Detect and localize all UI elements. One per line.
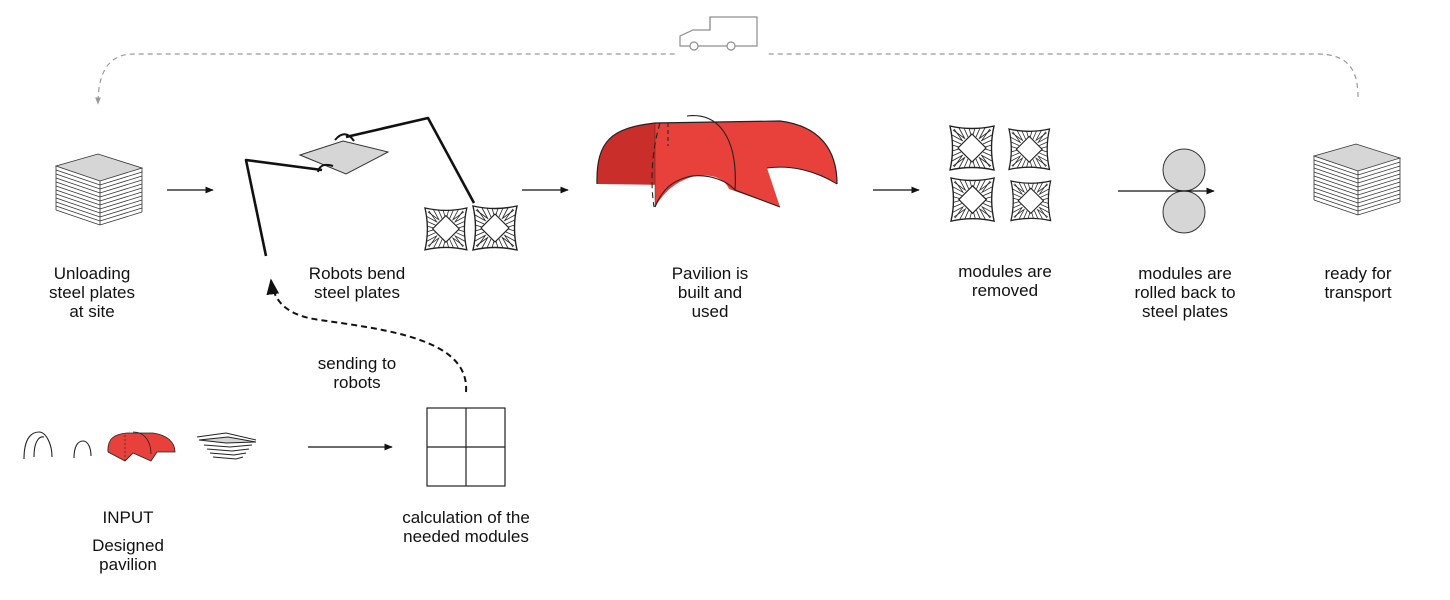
arch-icon bbox=[23, 431, 92, 460]
sending-to-robots-arrow bbox=[266, 278, 468, 393]
steel-plate-stack-icon bbox=[55, 153, 143, 226]
steel-plate-stack-icon bbox=[1313, 143, 1401, 216]
module-icon bbox=[949, 125, 1052, 222]
grid-icon bbox=[426, 407, 506, 487]
truck-icon bbox=[676, 16, 766, 58]
module-icon bbox=[424, 205, 518, 251]
pavilion-icon bbox=[596, 115, 838, 208]
bent-plates-icon bbox=[196, 432, 257, 460]
roller-icon bbox=[1118, 148, 1215, 234]
label-input-title: INPUT bbox=[102, 508, 154, 527]
return-transport-path bbox=[95, 53, 1359, 105]
pavilion-icon bbox=[107, 431, 176, 462]
robot-arm-icon bbox=[244, 116, 476, 257]
